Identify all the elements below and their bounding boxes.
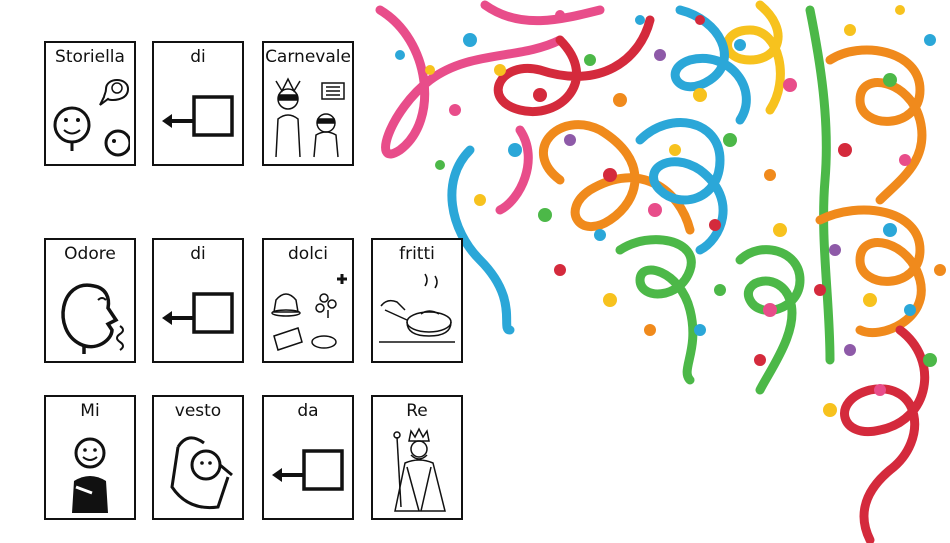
- card-odore[interactable]: Odore: [44, 238, 136, 363]
- card-re[interactable]: Re: [371, 395, 463, 520]
- arrow-into-box-icon: [272, 449, 344, 491]
- card-carnevale[interactable]: Carnevale: [262, 41, 354, 166]
- arrow-into-box-icon: [162, 95, 234, 137]
- storytelling-faces-icon: [53, 79, 130, 157]
- card-fritti[interactable]: fritti: [371, 238, 463, 363]
- card-label: Odore: [64, 244, 116, 264]
- card-label: Carnevale: [265, 47, 351, 67]
- card-mi[interactable]: Mi: [44, 395, 136, 520]
- dressing-icon: [170, 436, 233, 510]
- card-label: fritti: [399, 244, 435, 264]
- person-pointing-self-icon: [72, 437, 108, 513]
- arrow-into-box-icon: [162, 292, 234, 334]
- card-storiella[interactable]: Storiella: [44, 41, 136, 166]
- card-label: dolci: [288, 244, 328, 264]
- card-label: Re: [406, 401, 428, 421]
- card-vesto[interactable]: vesto: [152, 395, 244, 520]
- card-label: Storiella: [55, 47, 125, 67]
- king-icon: [393, 427, 446, 512]
- card-label: di: [190, 47, 206, 67]
- card-di-1[interactable]: di: [152, 41, 244, 166]
- card-dolci[interactable]: dolci: [262, 238, 354, 363]
- card-label: da: [297, 401, 319, 421]
- frying-pan-icon: [379, 273, 455, 343]
- card-label: Mi: [80, 401, 100, 421]
- card-da[interactable]: da: [262, 395, 354, 520]
- masked-carnival-people-icon: [275, 77, 345, 158]
- card-label: di: [190, 244, 206, 264]
- smelling-face-icon: [61, 283, 124, 354]
- card-di-2[interactable]: di: [152, 238, 244, 363]
- sweets-icon: [271, 274, 347, 351]
- card-label: vesto: [174, 401, 222, 421]
